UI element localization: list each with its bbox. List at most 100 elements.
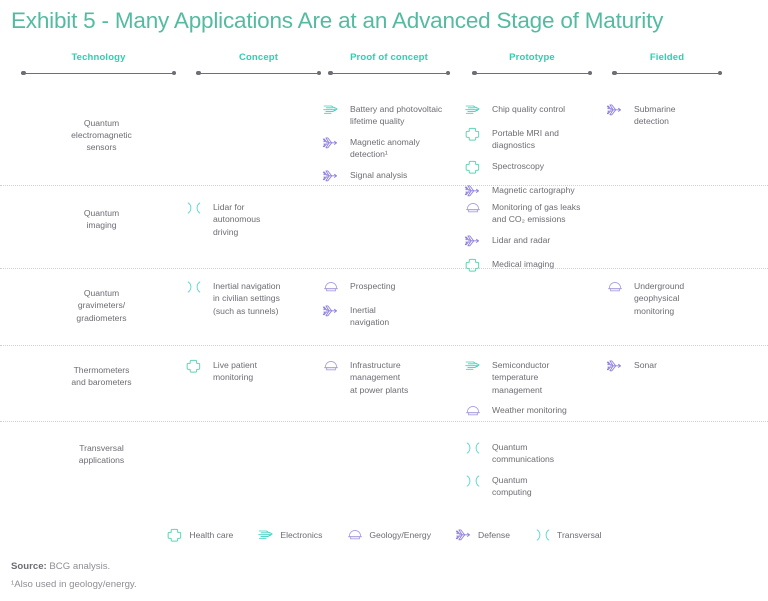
application-label: Spectroscopy [492,160,545,171]
geology-energy-icon [322,358,342,375]
axis-line [612,73,722,74]
application-item[interactable]: Quantum computing [464,473,604,499]
matrix-cell-proof_of_concept: Infrastructure management at power plant… [322,358,462,396]
defense-icon [322,168,342,185]
application-label: Lidar for autonomous driving [213,202,261,237]
application-label: Quantum computing [492,474,532,498]
matrix-cell-prototype: Monitoring of gas leaks and CO₂ emission… [464,200,604,274]
technology-label: Quantum gravimeters/ gradiometers [76,288,127,323]
application-item[interactable]: Magnetic anomaly detection¹ [322,135,462,161]
column-headers: Technology Concept Proof of concept Prototy… [0,52,768,82]
matrix-cell-proof_of_concept: Battery and photovoltaic lifetime qualit… [322,102,462,185]
column-header-label: Technology [71,52,126,63]
application-item[interactable]: Medical imaging [464,257,604,274]
column-header-label: Concept [238,52,279,63]
matrix-cell-technology: Quantum imaging [24,207,179,232]
application-item[interactable]: Battery and photovoltaic lifetime qualit… [322,102,462,128]
application-item[interactable]: Spectroscopy [464,159,604,176]
column-header-label: Fielded [649,52,685,63]
matrix-cell-concept: Lidar for autonomous driving [185,200,325,238]
application-item[interactable]: Infrastructure management at power plant… [322,358,462,396]
legend-item-health-care[interactable]: Health care [166,527,233,543]
legend-item-transversal[interactable]: Transversal [534,527,602,543]
legend-item-defense[interactable]: Defense [455,527,510,543]
transversal-icon [185,200,205,217]
electronics-icon [322,102,342,119]
application-item[interactable]: Sonar [606,358,751,375]
footer: Source: BCG analysis. ¹Also used in geol… [11,558,137,594]
application-item[interactable]: Magnetic cartography [464,183,604,200]
defense-icon [464,233,484,250]
application-label: Battery and photovoltaic lifetime qualit… [350,104,443,127]
health-care-icon [464,126,484,143]
application-item[interactable]: Quantum communications [464,440,604,466]
column-header-label: Proof of concept [350,52,428,63]
legend-label: Health care [189,530,234,540]
application-label: Sonar [634,360,657,370]
column-header-proof-of-concept[interactable]: Proof of concept [328,52,450,79]
application-item[interactable]: Monitoring of gas leaks and CO₂ emission… [464,200,604,226]
application-item[interactable]: Lidar for autonomous driving [185,200,325,238]
application-item[interactable]: Portable MRI and diagnostics [464,126,604,152]
axis-line [472,73,592,74]
application-item[interactable]: Underground geophysical monitoring [606,279,751,317]
legend-item-electronics[interactable]: Electronics [257,527,322,543]
application-item[interactable]: Weather monitoring [464,403,604,420]
defense-icon [455,527,473,543]
transversal-icon [534,527,552,543]
defense-icon [322,303,342,320]
application-label: Medical imaging [492,258,555,269]
application-label: Infrastructure management at power plant… [350,360,409,395]
application-item[interactable]: Signal analysis [322,168,462,185]
application-item[interactable]: Lidar and radar [464,233,604,250]
application-item[interactable]: Inertial navigation in civilian settings… [185,279,325,317]
matrix-cell-concept: Inertial navigation in civilian settings… [185,279,325,317]
matrix-cell-technology: Thermometers and barometers [24,364,179,389]
axis-endpoint-dot-right [717,70,722,75]
source-line: Source: BCG analysis. [11,558,137,576]
column-header-prototype[interactable]: Prototype [472,52,592,79]
application-label: Prospecting [350,281,396,291]
column-header-technology[interactable]: Technology [21,52,176,79]
technology-label: Quantum electromagnetic sensors [71,117,132,153]
geology-energy-icon [606,279,626,296]
axis-line [21,73,176,74]
application-label: Inertial navigation in civilian settings… [213,281,281,316]
matrix-cell-technology: Quantum gravimeters/ gradiometers [24,287,179,324]
axis-line [328,73,450,74]
geology-energy-icon [322,279,342,296]
application-label: Lidar and radar [492,234,551,245]
electronics-icon [464,358,484,375]
application-item[interactable]: Chip quality control [464,102,604,119]
legend-item-geology-energy[interactable]: Geology/Energy [346,527,431,543]
application-item[interactable]: Live patient monitoring [185,358,325,384]
column-header-fielded[interactable]: Fielded [612,52,722,79]
footnote-line: ¹Also used in geology/energy. [11,579,137,590]
health-care-icon [464,257,484,274]
legend-label: Transversal [557,530,602,540]
application-item[interactable]: Prospecting [322,279,462,296]
application-item[interactable]: Submarine detection [606,102,751,128]
defense-icon [606,358,626,375]
electronics-icon [257,527,275,543]
defense-icon [464,183,484,200]
matrix-cell-fielded: Sonar [606,358,751,375]
axis-endpoint-dot-right [445,70,450,75]
axis-line [196,73,321,74]
transversal-icon [464,440,484,457]
axis-endpoint-dot-right [171,70,176,75]
application-item[interactable]: Inertial navigation [322,303,462,329]
maturity-matrix: Quantum electromagnetic sensors Battery a… [0,88,768,501]
defense-icon [322,135,342,152]
matrix-cell-technology: Transversal applications [24,442,179,467]
axis-endpoint-dot-left [328,70,333,75]
matrix-row: Quantum gravimeters/ gradiometers Inertia… [0,269,768,346]
application-label: Submarine detection [634,104,676,127]
application-item[interactable]: Semiconductor temperature management [464,358,604,396]
column-header-concept[interactable]: Concept [196,52,321,79]
column-axis-line [196,69,321,79]
